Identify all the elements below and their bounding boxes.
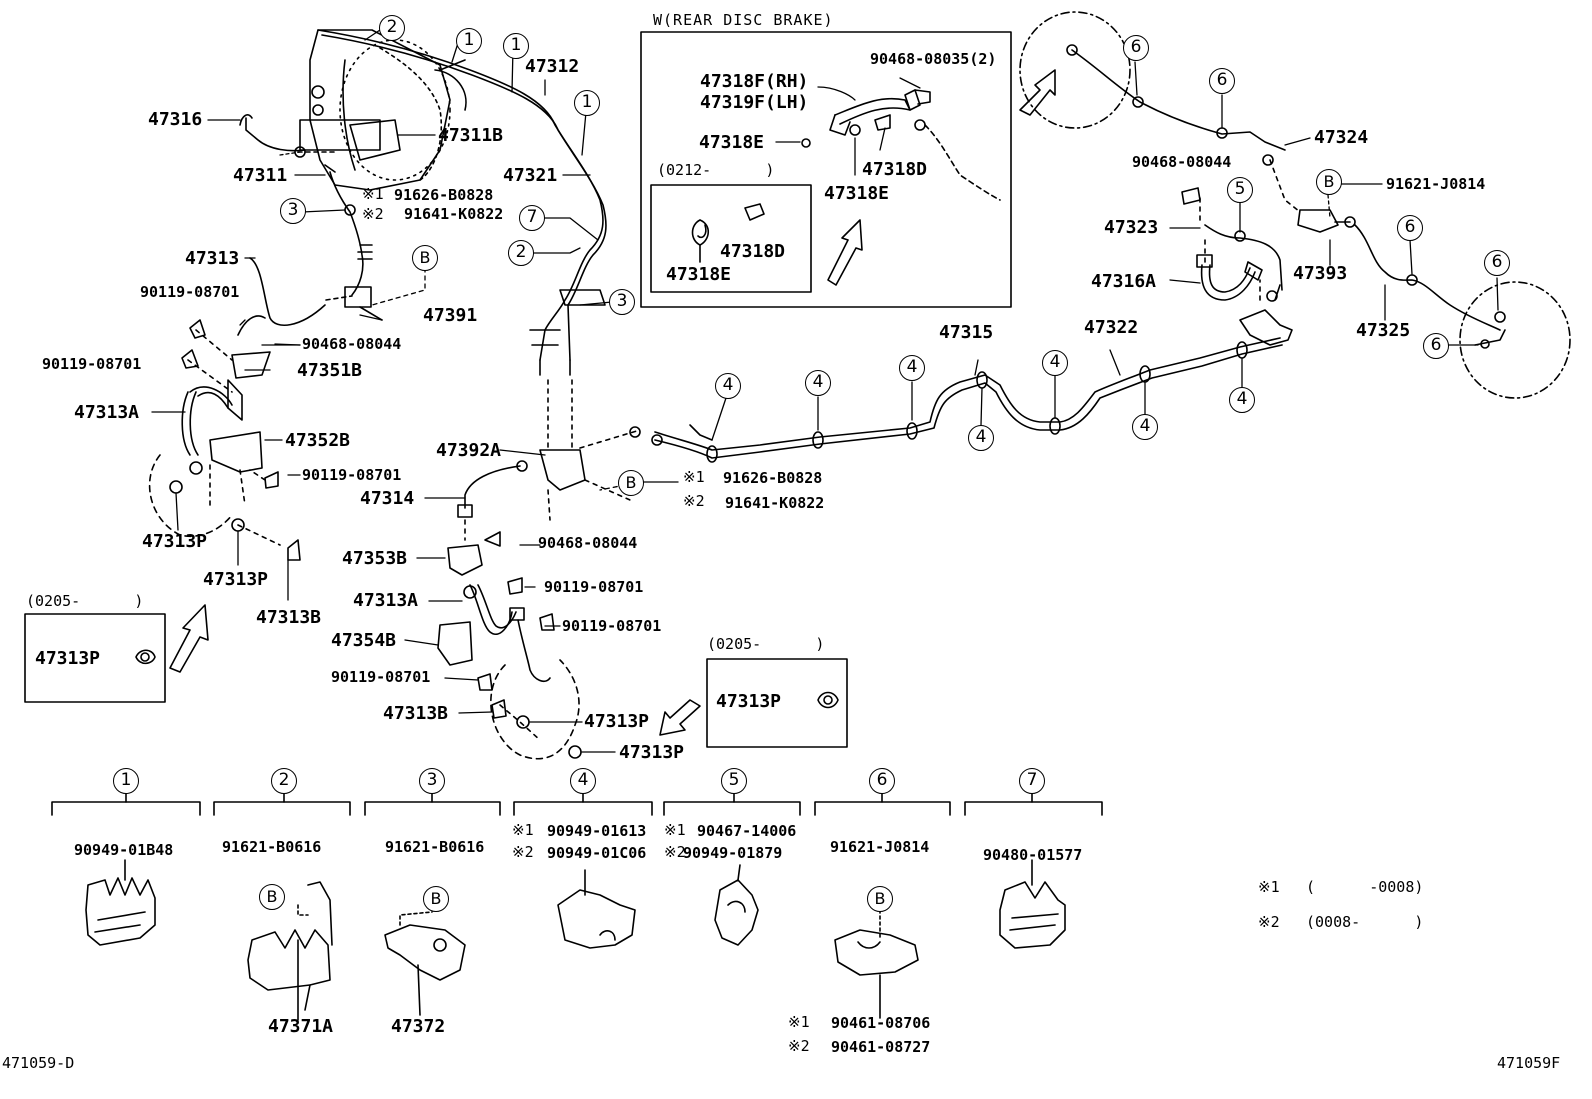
clamp-2-drawing xyxy=(247,881,333,1021)
master-cylinder-booster xyxy=(299,29,467,191)
junction-block-47392A xyxy=(529,289,641,521)
hose-detail-circle-left xyxy=(148,454,233,537)
bolt-47313B-left xyxy=(287,539,301,561)
brake-tube-47325 xyxy=(1354,224,1506,349)
flex-hose-47313A-left xyxy=(181,351,271,475)
clamp-7-drawing xyxy=(999,859,1066,949)
arrow-rear-inset-sub xyxy=(827,219,863,286)
clamp-4-drawing xyxy=(557,869,636,949)
rear-wheel-left-outline xyxy=(1459,281,1571,399)
brake-tube-47311 xyxy=(324,164,373,296)
inset-left-gasket xyxy=(24,613,166,703)
inset-rear-disc-brake xyxy=(640,31,1012,308)
brake-tube-47316 xyxy=(239,114,336,158)
callout-leaders xyxy=(364,29,1499,491)
clamp-6-drawing xyxy=(834,909,919,1019)
flex-hose-47313A-middle xyxy=(437,519,582,760)
arrow-to-mid-inset xyxy=(659,699,701,736)
inset-mid-gasket xyxy=(706,658,848,748)
leader-lines xyxy=(151,77,1386,753)
assembly-dashed-left xyxy=(187,329,281,546)
arrow-to-rear-inset xyxy=(1019,69,1056,116)
bolt-90119-a xyxy=(189,319,206,339)
clamp-5-drawing xyxy=(714,864,759,946)
rear-wheel-right-outline xyxy=(1019,11,1131,129)
rear-junction-47393 xyxy=(1239,154,1356,346)
brake-tube-47314 xyxy=(457,460,528,518)
clamp-3-drawing xyxy=(384,911,466,1016)
bolt-90119-b xyxy=(181,349,199,369)
clamp-legend-brackets xyxy=(51,791,1103,816)
brake-tube-47323 xyxy=(1181,187,1283,291)
flex-hose-47316A xyxy=(1196,254,1278,302)
bolt-90119-c xyxy=(264,471,279,489)
gasket-47313P-a xyxy=(169,480,183,494)
brake-tube-47315-47322 xyxy=(629,337,1283,463)
brake-tube-47324 xyxy=(1066,44,1286,151)
arrow-to-left-inset xyxy=(169,604,209,673)
brake-tube-47313 xyxy=(237,257,383,336)
clamp-1-drawing xyxy=(85,859,156,946)
brake-tube-47312 xyxy=(317,29,607,361)
